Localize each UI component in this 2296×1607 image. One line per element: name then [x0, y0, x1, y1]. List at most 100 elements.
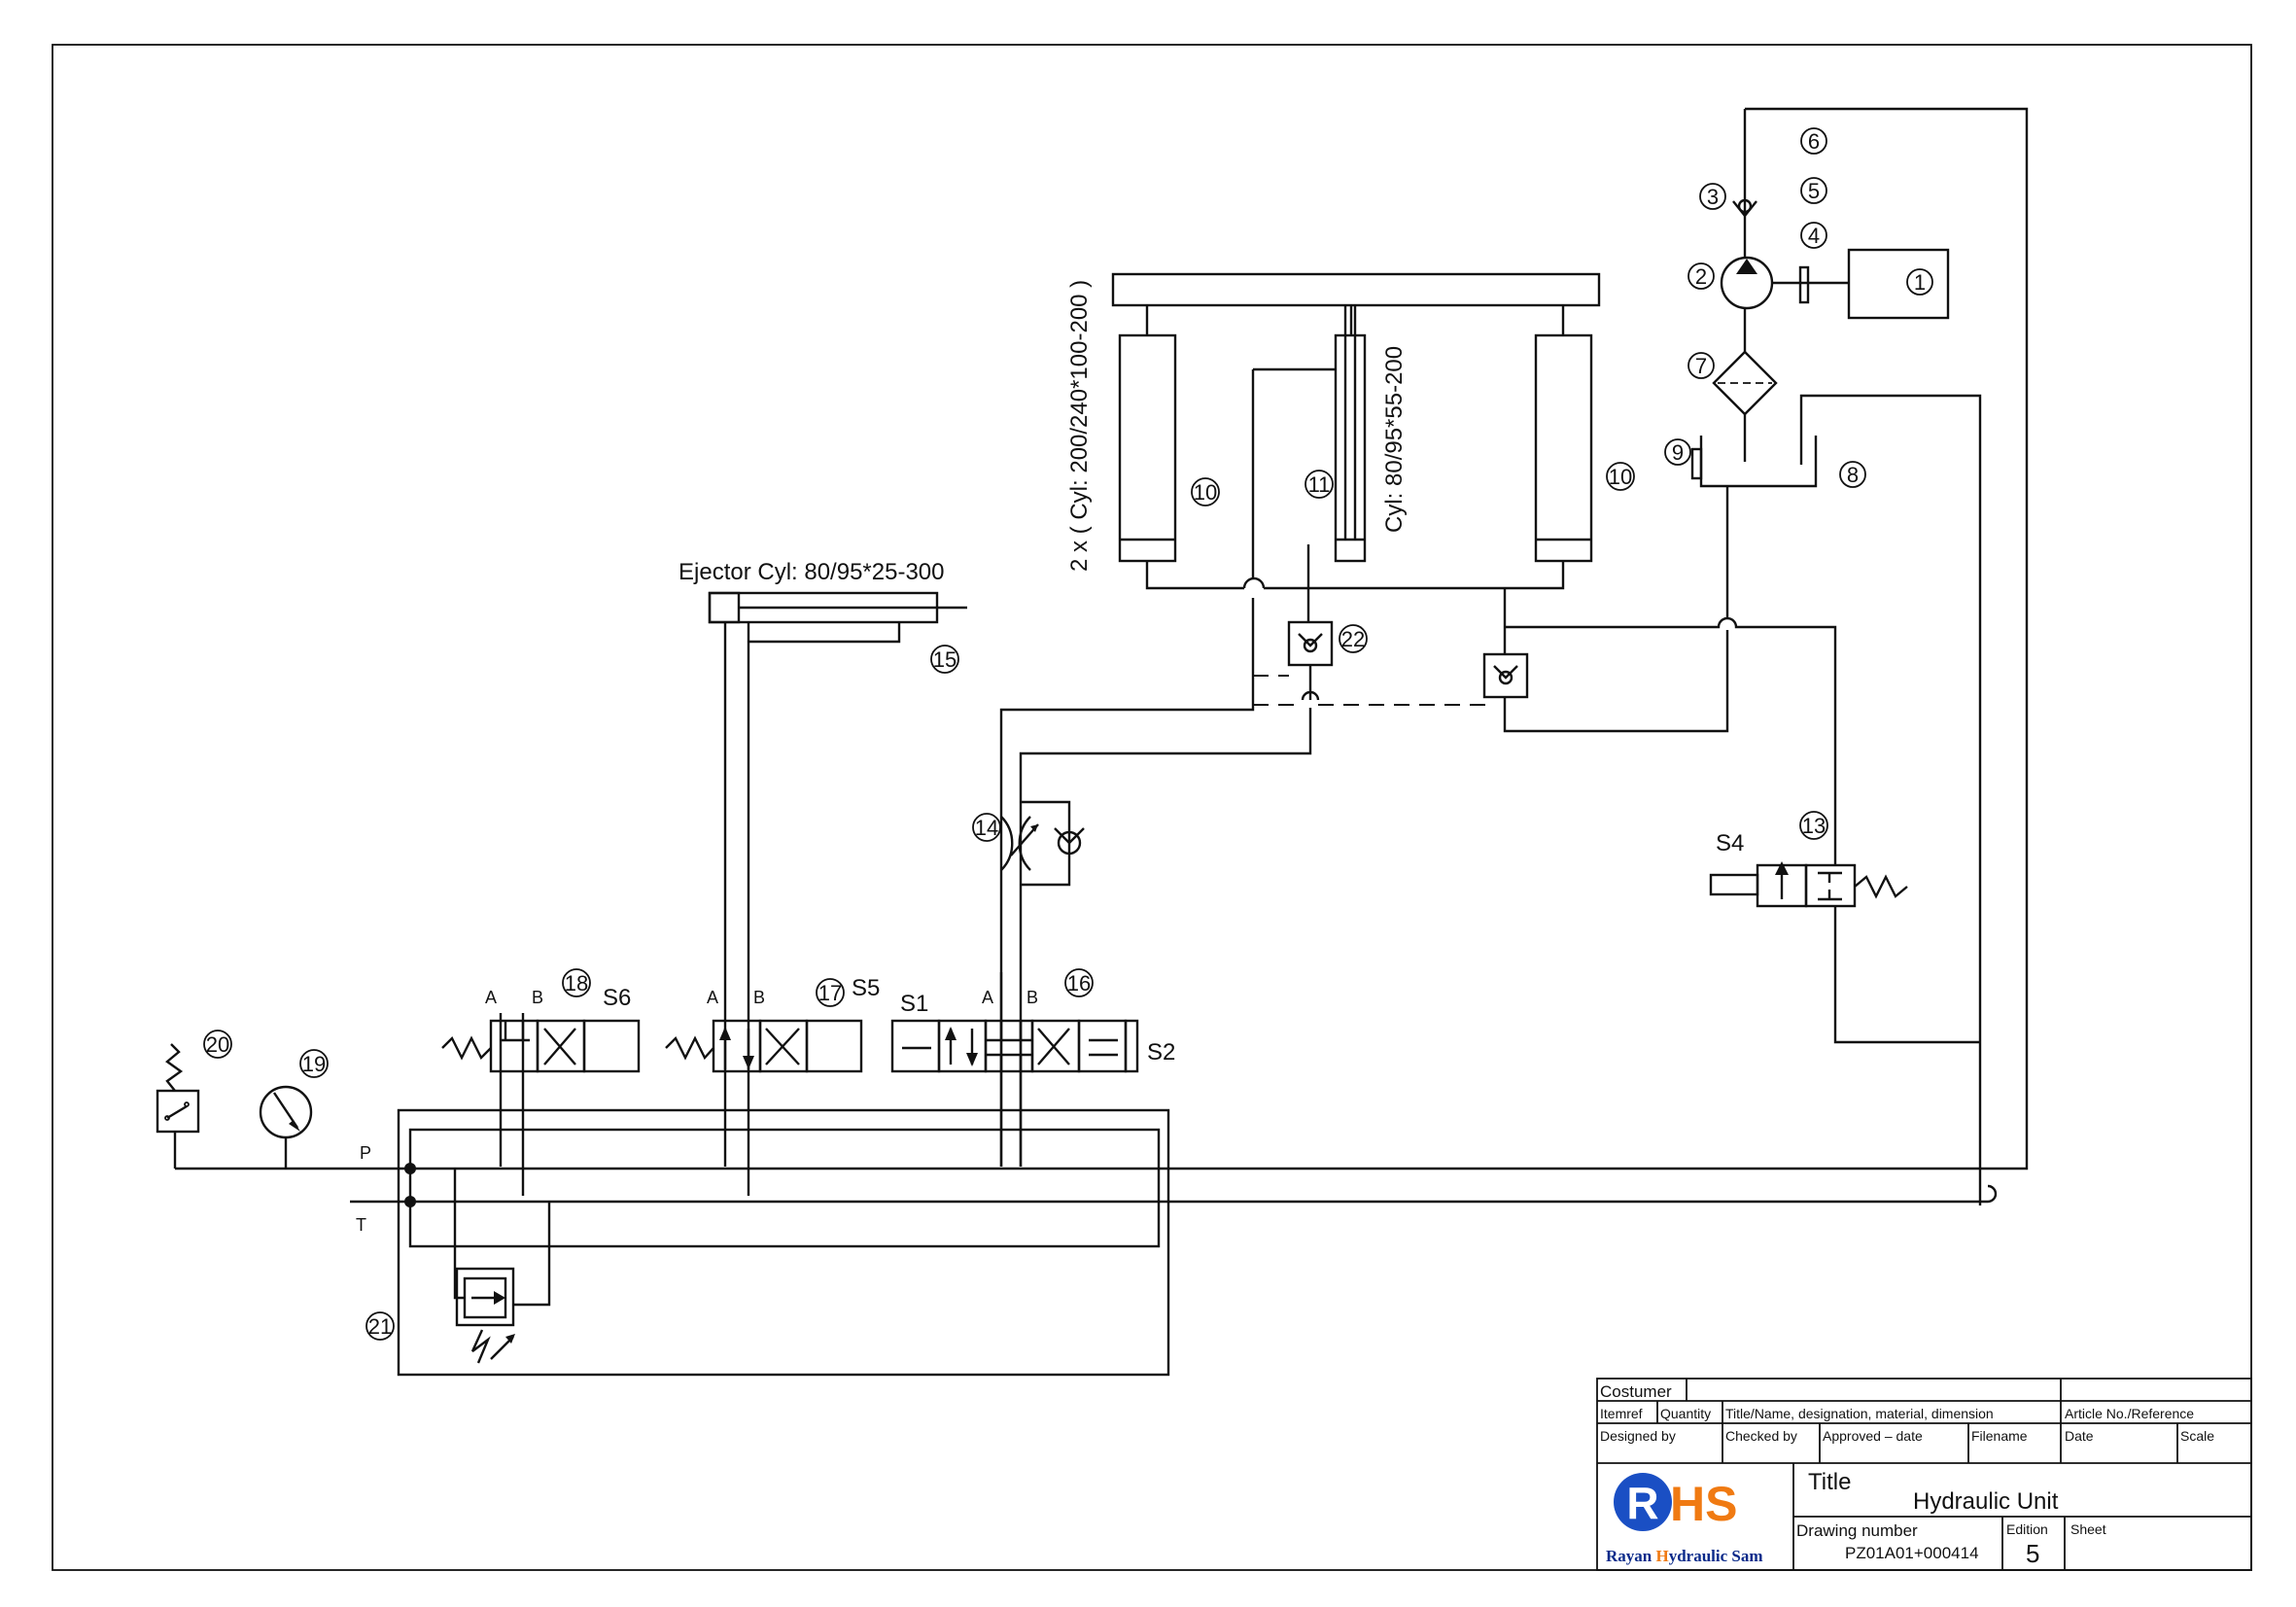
callout-20-text: 20: [206, 1032, 229, 1057]
callout-17-text: 17: [818, 981, 842, 1005]
callout-1: 1: [1906, 268, 1933, 296]
label-port-t: T: [356, 1215, 366, 1235]
label-s5: S5: [852, 975, 880, 1001]
tb-article: Article No./Reference: [2065, 1406, 2194, 1421]
label-s2: S2: [1147, 1039, 1175, 1066]
callout-2-text: 2: [1695, 264, 1707, 289]
tb-quantity: Quantity: [1660, 1406, 1711, 1421]
callout-1-text: 1: [1914, 270, 1926, 295]
callout-13: 13: [1799, 811, 1828, 840]
tb-checked: Checked by: [1725, 1428, 1797, 1444]
logo-letters-hs: HS: [1670, 1477, 1737, 1531]
pressure-gauge: [259, 1085, 313, 1169]
pressure-switch: [156, 1043, 200, 1169]
callout-14: 14: [972, 813, 1001, 842]
logo-letter-r: R: [1626, 1478, 1658, 1528]
manifold-block: [175, 1108, 1998, 1377]
tb-sheet-label: Sheet: [2070, 1521, 2106, 1537]
throttle-check-valve: [1000, 800, 1085, 887]
tb-scale: Scale: [2180, 1428, 2214, 1444]
callout-21-text: 21: [368, 1314, 392, 1339]
tb-edition-value: 5: [2026, 1539, 2039, 1568]
callout-7-text: 7: [1695, 354, 1707, 378]
tb-costumer: Costumer: [1600, 1382, 1672, 1401]
callout-3-text: 3: [1707, 185, 1719, 209]
label-s4: S4: [1716, 830, 1744, 856]
callout-18: 18: [562, 968, 591, 997]
callout-8: 8: [1839, 461, 1866, 488]
label-ejector: Ejector Cyl: 80/95*25-300: [678, 559, 945, 585]
logo-text-part-2: ydraulic Sam: [1669, 1547, 1763, 1565]
label-port-a-17: A: [707, 988, 718, 1007]
ejector-cylinder: [708, 591, 967, 1196]
label-s6: S6: [603, 985, 631, 1011]
tb-date: Date: [2065, 1428, 2094, 1444]
label-port-p: P: [360, 1143, 371, 1163]
callout-5-text: 5: [1808, 179, 1820, 203]
logo-company-name: Rayan Hydraulic Sam: [1606, 1547, 1763, 1565]
callout-16: 16: [1064, 968, 1094, 997]
logo-text-part-1: Rayan: [1606, 1547, 1655, 1565]
callout-3: 3: [1699, 183, 1726, 210]
callout-4-text: 4: [1808, 224, 1820, 248]
tb-title-value: Hydraulic Unit: [1913, 1488, 2059, 1515]
label-cyl-mid: Cyl: 80/95*55-200: [1381, 346, 1408, 533]
tb-drawing-label: Drawing number: [1796, 1521, 1918, 1540]
callout-10-right: 10: [1606, 462, 1635, 491]
label-port-b-17: B: [753, 988, 765, 1007]
callout-9: 9: [1664, 438, 1691, 466]
label-s1: S1: [900, 991, 928, 1017]
callout-21: 21: [365, 1311, 395, 1341]
tb-edition-label: Edition: [2006, 1521, 2048, 1537]
callout-6: 6: [1800, 127, 1827, 155]
callout-2: 2: [1687, 262, 1715, 290]
callout-7: 7: [1687, 352, 1715, 379]
pump-group: [1690, 107, 2029, 1205]
callout-4: 4: [1800, 222, 1827, 249]
callout-11-text: 11: [1308, 472, 1331, 497]
callout-13-text: 13: [1802, 814, 1826, 838]
valve-13: [1709, 861, 1980, 1044]
callout-10-right-text: 10: [1609, 465, 1632, 489]
logo-circle: [1614, 1473, 1672, 1531]
label-port-b-16: B: [1026, 988, 1038, 1007]
callout-20: 20: [203, 1030, 232, 1059]
callout-19-text: 19: [302, 1052, 326, 1076]
callout-22-text: 22: [1341, 627, 1365, 651]
tb-title-name: Title/Name, designation, material, dimen…: [1725, 1406, 1994, 1421]
tb-designed: Designed by: [1600, 1428, 1676, 1444]
callout-17: 17: [816, 978, 845, 1007]
title-block: Costumer Itemref Quantity Title/Name, de…: [1596, 1378, 2252, 1571]
logo-text-h: H: [1655, 1547, 1668, 1565]
callout-19: 19: [299, 1049, 329, 1078]
valve-17: [665, 1019, 863, 1073]
callout-9-text: 9: [1672, 440, 1684, 465]
tb-title-label: Title: [1808, 1469, 1851, 1495]
callout-22: 22: [1339, 624, 1368, 653]
tb-drawing-value: PZ01A01+000414: [1845, 1544, 1979, 1562]
tb-approved: Approved – date: [1823, 1428, 1923, 1444]
callout-14-text: 14: [975, 816, 998, 840]
label-port-a-16: A: [982, 988, 993, 1007]
rhs-logo: R HS Rayan Hydraulic Sam: [1606, 1473, 1763, 1565]
callout-5: 5: [1800, 177, 1827, 204]
sheet-border: [52, 44, 2252, 1571]
callout-8-text: 8: [1847, 463, 1859, 487]
valve-16: [890, 972, 1139, 1167]
tb-filename: Filename: [1971, 1428, 2028, 1444]
callout-18-text: 18: [565, 971, 588, 996]
press-cylinders: [999, 272, 1837, 1167]
callout-11: 11: [1305, 470, 1334, 499]
callout-10-left-text: 10: [1194, 480, 1217, 505]
callout-15: 15: [930, 645, 959, 674]
tb-itemref: Itemref: [1600, 1406, 1643, 1421]
valve-18: [441, 1013, 641, 1196]
callout-15-text: 15: [933, 647, 957, 672]
callout-10-left: 10: [1191, 477, 1220, 507]
label-port-b-18: B: [532, 988, 543, 1007]
callout-16-text: 16: [1067, 971, 1091, 996]
label-cyl-main: 2 x ( Cyl: 200/240*100-200 ): [1066, 280, 1093, 572]
label-port-a-18: A: [485, 988, 497, 1007]
callout-6-text: 6: [1808, 129, 1820, 154]
